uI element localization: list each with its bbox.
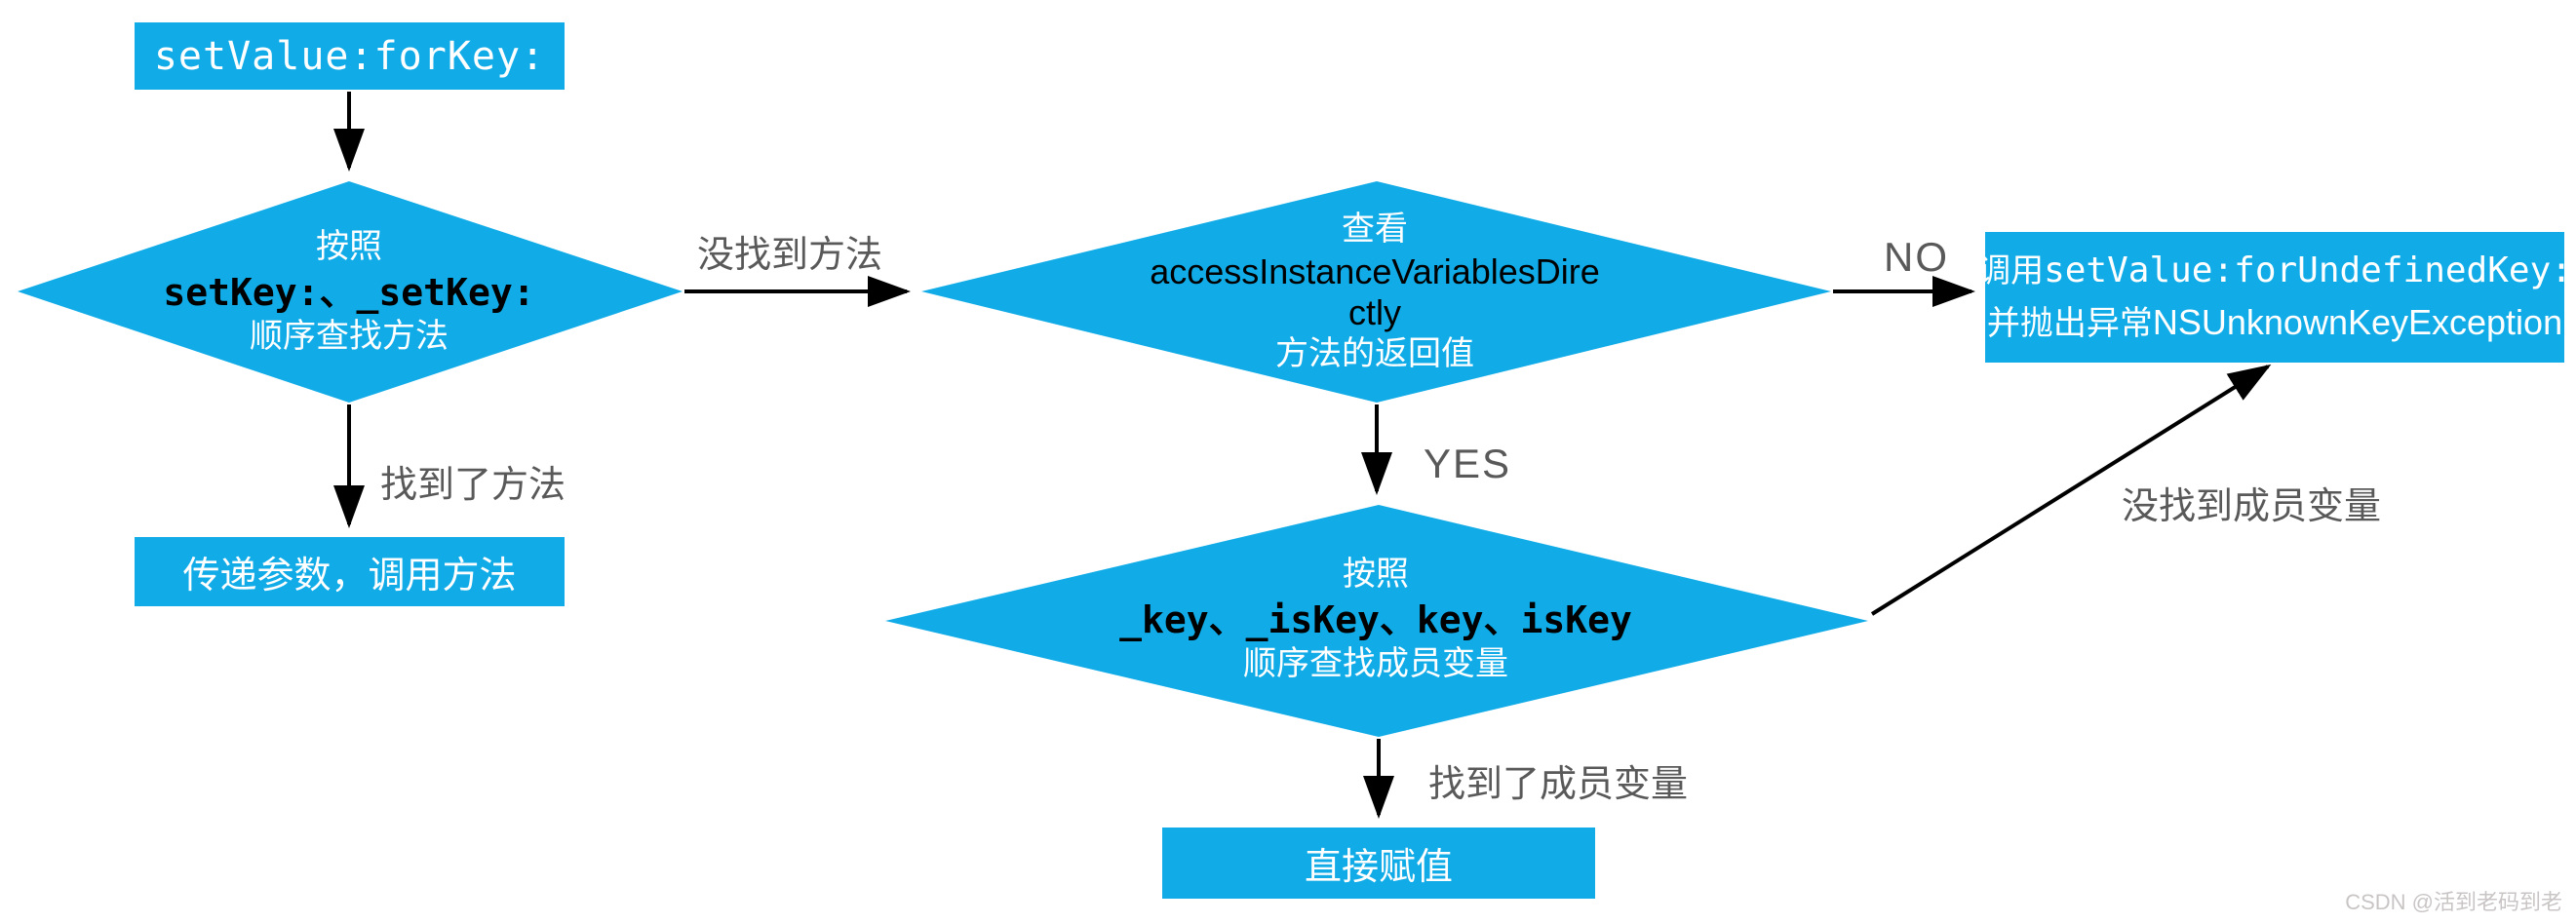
edge-label-ivar-not-found: 没找到成员变量 bbox=[2122, 486, 2382, 527]
undefined-key-line2-prefix: 并抛出异常 bbox=[1986, 306, 2153, 343]
check-access-diamond-shape bbox=[921, 181, 1831, 403]
edge-label-method-found: 找到了方法 bbox=[380, 465, 566, 506]
csdn-watermark: CSDN @活到老码到老 bbox=[2345, 890, 2562, 914]
edge-label-no: NO bbox=[1884, 234, 1949, 280]
undefined-key-node: 调用setValue:forUndefinedKey: 并抛出异常NSUnkno… bbox=[1977, 232, 2572, 363]
find-method-diamond-shape bbox=[18, 181, 683, 403]
undefined-key-line1: 调用setValue:forUndefinedKey: bbox=[1977, 250, 2572, 290]
call-method-node: 传递参数，调用方法 bbox=[135, 537, 565, 606]
start-node: setValue:forKey: bbox=[135, 22, 565, 90]
edge-label-method-not-found: 没找到方法 bbox=[697, 235, 883, 276]
edge-ivar-not-found bbox=[1870, 364, 2272, 616]
undefined-key-line2: 并抛出异常NSUnknownKeyException bbox=[1987, 305, 2562, 341]
undefined-key-line1-code: setValue:forUndefinedKey: bbox=[2044, 250, 2572, 290]
edge-label-yes: YES bbox=[1424, 441, 1512, 486]
find-ivar-diamond-shape bbox=[885, 505, 1868, 737]
undefined-key-line2-code: NSUnknownKeyException bbox=[2152, 302, 2563, 343]
undefined-key-line1-prefix: 调用 bbox=[1977, 252, 2045, 289]
assign-node: 直接赋值 bbox=[1162, 828, 1595, 899]
edge-label-ivar-found: 找到了成员变量 bbox=[1428, 764, 1689, 805]
